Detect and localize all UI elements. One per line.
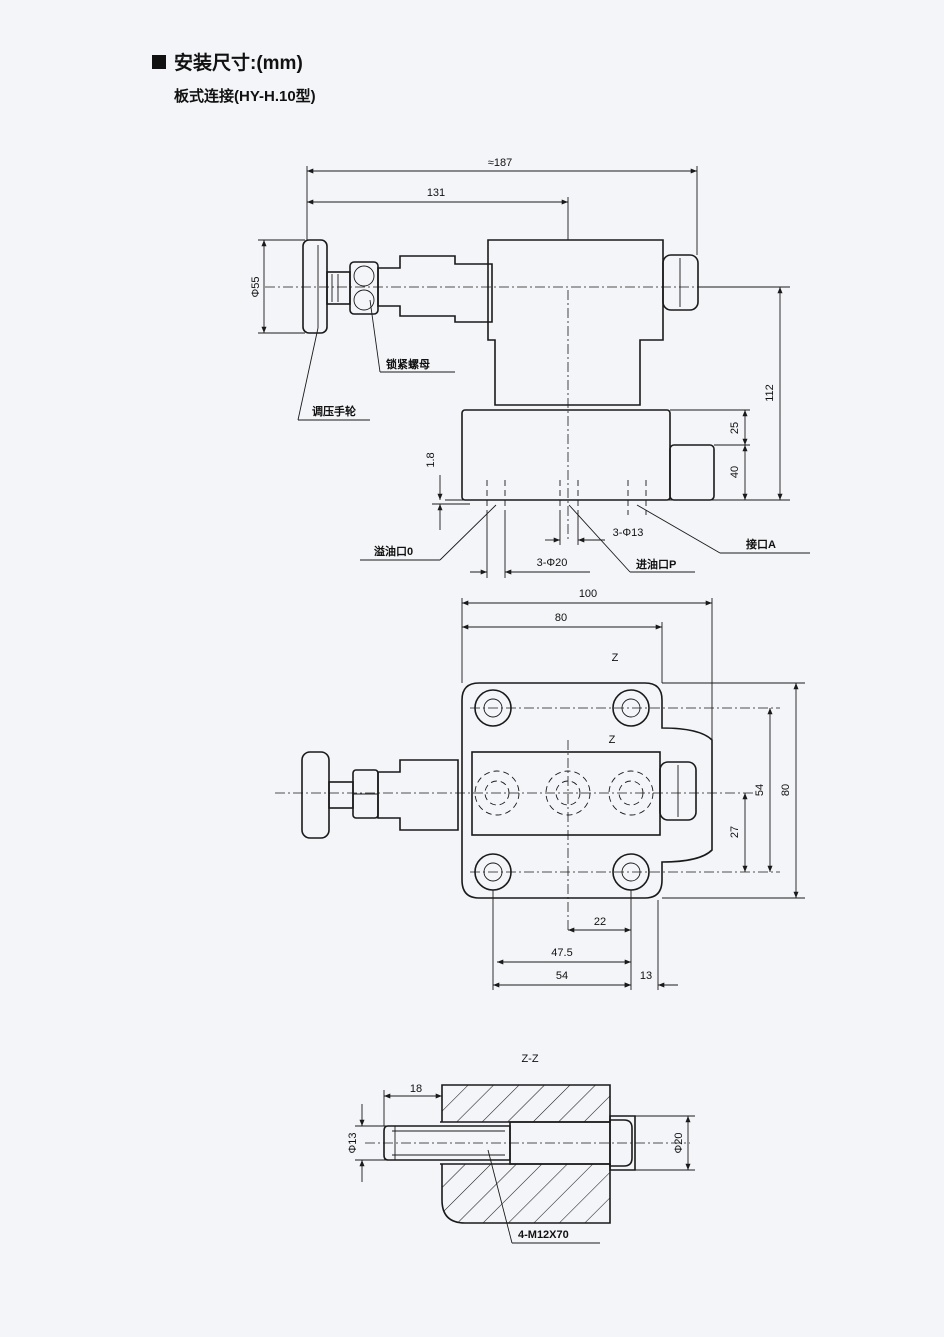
- label-bolt: 4-M12X70: [518, 1229, 569, 1241]
- handwheel: [302, 239, 328, 334]
- dim-height-54: 54: [754, 784, 766, 796]
- dim-13: 13: [640, 970, 652, 982]
- dim-dia-13: Φ13: [347, 1132, 359, 1153]
- valve-body: [487, 239, 664, 406]
- end-cap-top: [659, 761, 697, 821]
- bonnet: [377, 255, 493, 323]
- side-port: [669, 444, 715, 501]
- handwheel-top: [301, 751, 330, 839]
- dim-height-112: 112: [764, 384, 776, 402]
- dim-width-80: 80: [555, 612, 567, 624]
- dim-27: 27: [729, 826, 741, 838]
- lock-nut: [349, 261, 379, 315]
- page-title-text: 安装尺寸:(mm): [174, 53, 303, 74]
- dim-depth-18: 18: [410, 1083, 422, 1095]
- label-port-a: 接口A: [746, 537, 776, 551]
- dim-handwheel-dia: Φ55: [250, 276, 262, 297]
- dim-54-bottom: 54: [556, 970, 568, 982]
- dim-ports-counterbore: 3-Φ20: [537, 557, 568, 569]
- dim-25: 25: [729, 422, 741, 434]
- stem: [326, 271, 351, 305]
- dim-40: 40: [729, 466, 741, 478]
- page-subtitle: 板式连接(HY-H.10型): [174, 88, 316, 105]
- top-view: Z Z 100 80 54 80 27 22 47.5 54: [275, 588, 805, 990]
- section-mark-top: Z: [612, 652, 619, 664]
- dim-ports-dia: 3-Φ13: [613, 527, 644, 539]
- mount-holes: [474, 689, 650, 891]
- section-mark-mid: Z: [609, 734, 616, 746]
- label-lock-nut: 锁紧螺母: [386, 357, 430, 371]
- side-view: ≈187 131 Φ55 112 25 40 1.8 3-Φ20: [250, 157, 810, 578]
- label-overflow-port: 溢油口0: [374, 544, 413, 558]
- base-outline: [461, 682, 713, 899]
- section-title: Z-Z: [521, 1053, 538, 1065]
- dim-47-5: 47.5: [551, 947, 572, 959]
- header: 安装尺寸:(mm) 板式连接(HY-H.10型): [152, 48, 316, 106]
- dim-height-80: 80: [780, 784, 792, 796]
- dim-dia-20: Φ20: [673, 1132, 685, 1153]
- dim-length-131: 131: [427, 187, 445, 199]
- page-title: 安装尺寸:(mm): [152, 48, 316, 75]
- base-plate: [461, 409, 671, 501]
- dim-1-8: 1.8: [425, 452, 437, 467]
- dim-22: 22: [594, 916, 606, 928]
- dim-width-100: 100: [579, 588, 597, 600]
- valve-body-top: [471, 751, 661, 836]
- dim-overall-length: ≈187: [488, 157, 512, 169]
- port-holes-side: [486, 480, 647, 515]
- label-handwheel: 调压手轮: [312, 404, 356, 418]
- end-cap: [662, 254, 699, 311]
- label-inlet-port: 进油口P: [636, 557, 676, 571]
- section-view: Z-Z 18 Φ13 Φ20 4-M12X: [347, 1053, 695, 1244]
- square-bullet-icon: [152, 54, 166, 69]
